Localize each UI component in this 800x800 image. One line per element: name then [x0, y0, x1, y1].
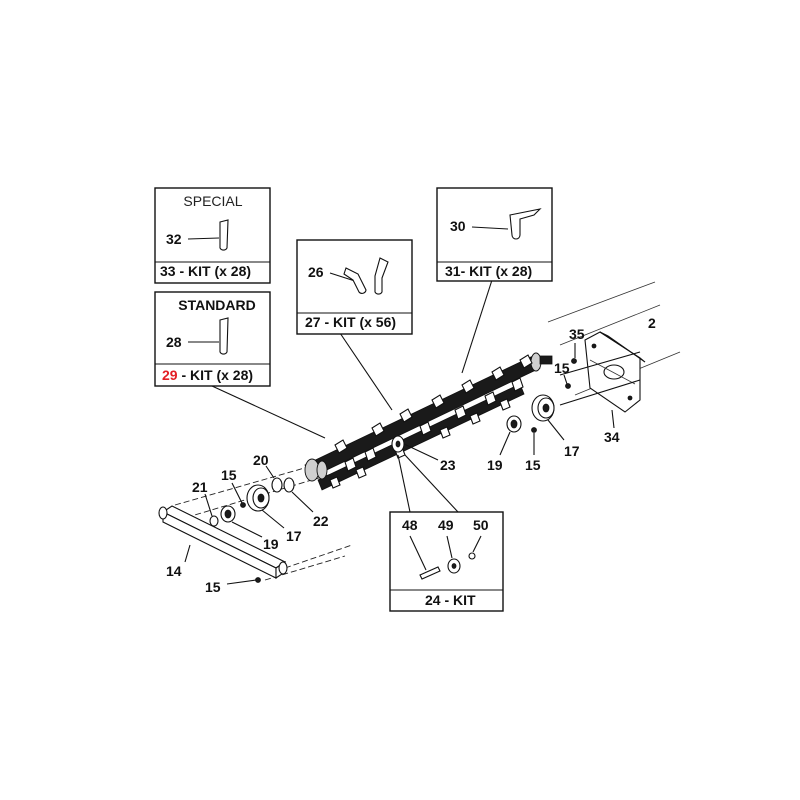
leader-lines [184, 279, 615, 585]
label-14: 14 [166, 563, 182, 579]
label-21: 21 [192, 479, 208, 495]
right-bearing-group [506, 358, 577, 433]
kit-number-27: 27 [305, 314, 321, 330]
svg-text:24 - KIT: 24 - KIT [425, 592, 476, 608]
label-23: 23 [440, 457, 456, 473]
left-bearing-group [209, 477, 295, 527]
left-end-plate [158, 505, 288, 583]
part-labels: 35 15 34 17 15 19 23 20 15 21 22 17 19 1… [166, 315, 656, 595]
label-15-left: 15 [221, 467, 237, 483]
part-label-28: 28 [166, 334, 182, 350]
part-label-32: 32 [166, 231, 182, 247]
blade-pair-left-icon [343, 267, 367, 294]
part-label-26: 26 [308, 264, 324, 280]
blade-special-icon [219, 219, 229, 251]
label-17-right: 17 [564, 443, 580, 459]
kit-box-31: 30 31- KIT (x 28) [436, 187, 553, 282]
blade-standard-icon [219, 317, 229, 355]
kit-box-special: SPECIAL 32 33 - KIT (x 28) [154, 187, 271, 284]
kit-caption-31: - KIT (x 28) [461, 263, 533, 279]
blade-l-icon [509, 208, 542, 240]
label-15-lower-right: 15 [525, 457, 541, 473]
kit-number-29: 29 [162, 367, 178, 383]
kit-number-33: 33 [160, 263, 176, 279]
kit-caption-24: - KIT [441, 592, 476, 608]
label-19-left: 19 [263, 536, 279, 552]
label-15-upper-right: 15 [554, 360, 570, 376]
kit-box-27: 26 27 - KIT (x 56) [296, 239, 413, 335]
end-plate [559, 331, 646, 413]
label-15-bottom: 15 [205, 579, 221, 595]
svg-text:33 - KIT (x 28): 33 - KIT (x 28) [160, 263, 251, 279]
label-17-left: 17 [286, 528, 302, 544]
kit-box-24: 48 49 50 24 - KIT [389, 511, 504, 612]
pin-icon [419, 566, 441, 580]
nut-icon [468, 552, 476, 560]
part-label-48: 48 [402, 517, 418, 533]
blade-pair-right-icon [374, 257, 389, 295]
svg-text:29 - KIT (x 28): 29 - KIT (x 28) [162, 367, 253, 383]
label-2-partial: 2 [648, 315, 656, 331]
kit-caption-27: - KIT (x 56) [321, 314, 396, 330]
label-20: 20 [253, 452, 269, 468]
blades [329, 354, 533, 489]
label-35: 35 [569, 326, 585, 342]
svg-text:31- KIT (x 28): 31- KIT (x 28) [445, 263, 532, 279]
special-header: SPECIAL [183, 193, 242, 209]
standard-header: STANDARD [178, 297, 256, 313]
kit-box-standard: STANDARD 28 29 - KIT (x 28) [154, 291, 271, 387]
kit-caption-33: - KIT (x 28) [176, 263, 251, 279]
kit-number-24: 24 [425, 592, 441, 608]
kit-caption-29: - KIT (x 28) [178, 367, 253, 383]
roller-shafts [304, 352, 553, 491]
part-label-30: 30 [450, 218, 466, 234]
svg-text:27 - KIT (x 56): 27 - KIT (x 56) [305, 314, 396, 330]
label-34: 34 [604, 429, 620, 445]
part-label-49: 49 [438, 517, 454, 533]
kit-number-31: 31 [445, 263, 461, 279]
part-label-50: 50 [473, 517, 489, 533]
label-22: 22 [313, 513, 329, 529]
label-19-right: 19 [487, 457, 503, 473]
